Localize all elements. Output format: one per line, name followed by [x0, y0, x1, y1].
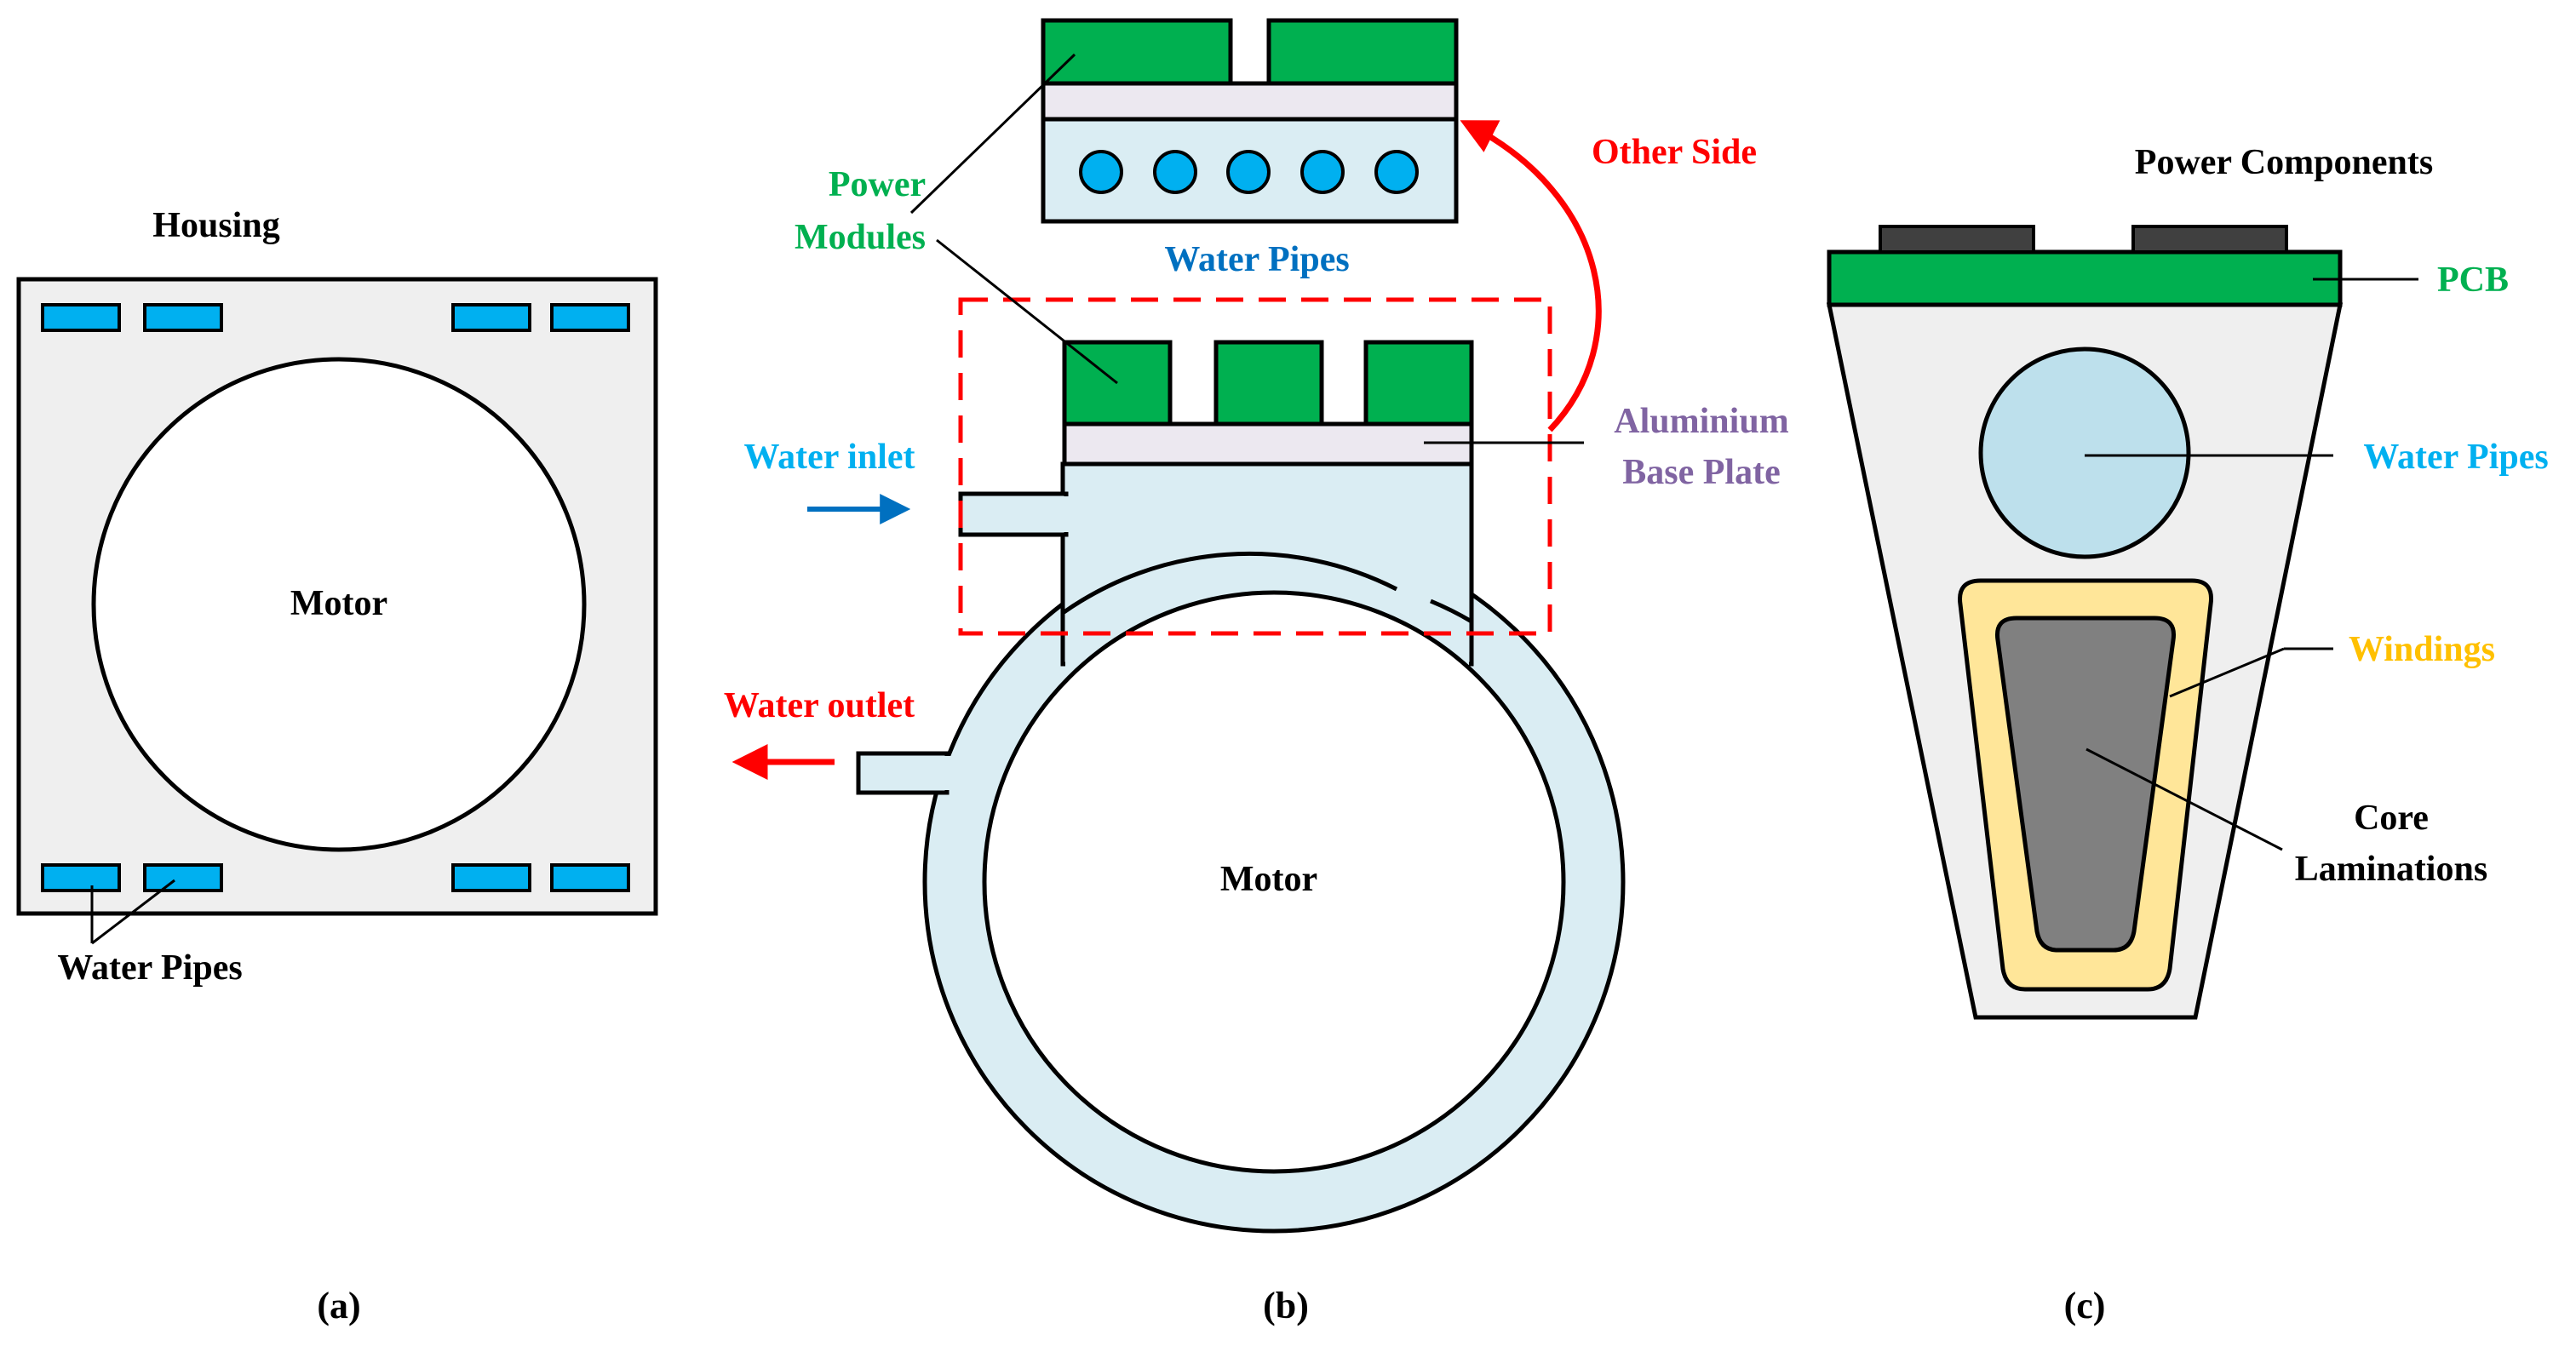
caption-a: (a): [317, 1285, 360, 1326]
other-side-module-2: [1266, 18, 1459, 86]
other-side-arrow: [1460, 120, 1602, 432]
core-laminations-shape: [1994, 616, 2177, 953]
water-pipe-a2: [143, 303, 223, 332]
core-label-line2: Laminations: [2295, 850, 2487, 889]
housing-label: Housing: [152, 206, 279, 245]
panel-b: Power Modules Water Pipes Other Side Wat…: [724, 18, 1789, 1326]
power-modules-leader-1: [909, 53, 1076, 215]
jacket-baffle: [1061, 551, 1398, 616]
power-modules-label-line2: Modules: [795, 218, 926, 257]
power-component-1: [1879, 225, 2035, 254]
pipe-circle-b5: [1374, 150, 1419, 194]
water-pipe-a5: [41, 863, 121, 892]
water-inlet-label: Water inlet: [743, 438, 915, 477]
motor-circle-a: [91, 357, 587, 852]
pipe-circle-b4: [1300, 150, 1345, 194]
outlet-tube: [856, 751, 950, 795]
pipe-circle-b3: [1226, 150, 1271, 194]
water-pipe-a1: [41, 303, 121, 332]
highlight-dashed-box: [958, 297, 1552, 636]
power-module-3: [1363, 340, 1474, 427]
water-pipes-label-c: Water Pipes: [2363, 438, 2548, 477]
water-pipe-a7: [451, 863, 531, 892]
motor-circle-b: [982, 590, 1566, 1174]
power-module-2: [1213, 340, 1324, 427]
panel-c: Power Components PCB Water Pipes Winding…: [1826, 143, 2549, 1326]
water-pipe-a6: [143, 863, 223, 892]
inlet-tube: [958, 491, 1069, 537]
jacket-baffle-2: [1430, 599, 1473, 624]
power-modules-label-line1: Power: [829, 165, 926, 204]
jacket-seam-cover-2: [1061, 496, 1071, 532]
core-leader: [2085, 747, 2283, 851]
motor-label-b: Motor: [1220, 860, 1317, 899]
power-components-label: Power Components: [2135, 143, 2433, 182]
aluminium-label-line2: Base Plate: [1622, 453, 1780, 492]
core-label-line1: Core: [2354, 799, 2429, 838]
other-side-module-1: [1041, 18, 1233, 86]
pcb-board: [1827, 249, 2343, 307]
other-side-label: Other Side: [1592, 133, 1757, 172]
water-pipe-a3: [451, 303, 531, 332]
pipe-leader-a2: [91, 879, 175, 945]
pipe-circle-b1: [1079, 150, 1123, 194]
pipe-circle-b2: [1153, 150, 1197, 194]
water-pipes-label-b: Water Pipes: [1164, 240, 1349, 279]
water-pipe-a8: [550, 863, 630, 892]
power-component-2: [2131, 225, 2288, 254]
water-pipe-circle-c: [1978, 347, 2191, 559]
power-modules-leader-2: [936, 238, 1118, 385]
motor-label-a: Motor: [290, 584, 387, 623]
caption-b: (b): [1263, 1285, 1309, 1326]
pcb-label: PCB: [2437, 261, 2509, 300]
water-pipe-a4: [550, 303, 630, 332]
other-side-plate: [1041, 81, 1459, 122]
water-outlet-label: Water outlet: [724, 686, 915, 725]
panel-a: Housing Motor Water Pipes (a): [16, 206, 658, 1326]
windings-leader-1: [2169, 647, 2285, 698]
water-pipes-label-a: Water Pipes: [57, 948, 242, 988]
aluminium-base-plate: [1062, 421, 1474, 467]
jacket-seam-cover-3: [941, 756, 958, 790]
caption-c: (c): [2064, 1285, 2106, 1326]
aluminium-label-line1: Aluminium: [1614, 402, 1788, 441]
windings-label: Windings: [2349, 630, 2495, 669]
